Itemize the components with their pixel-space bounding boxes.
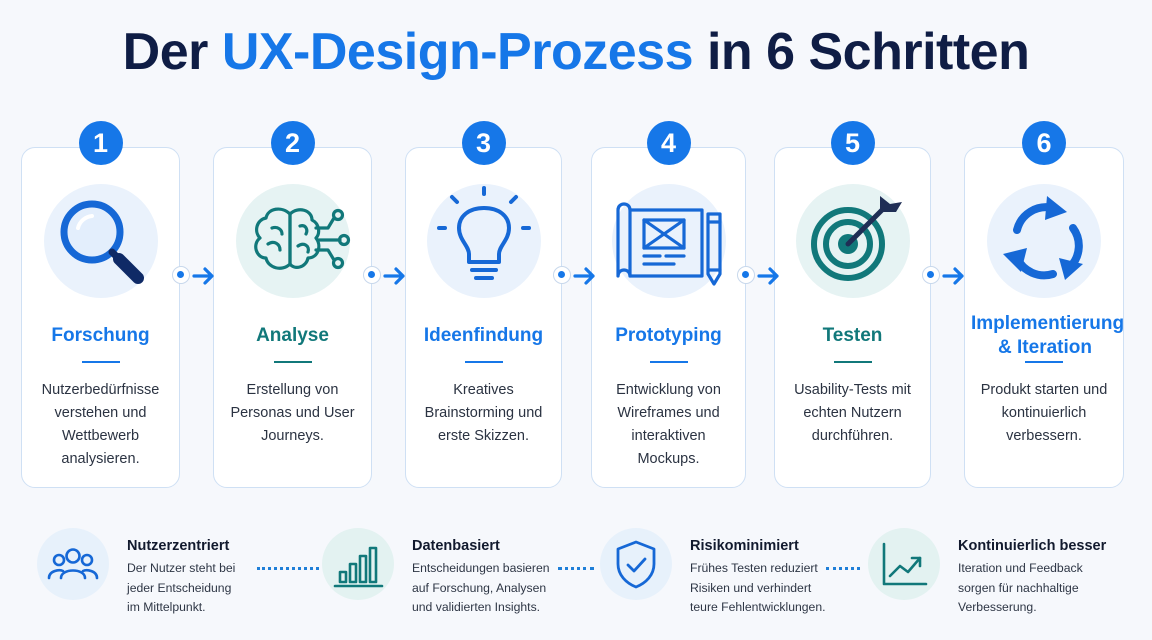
benefit-title: Kontinuierlich besser bbox=[958, 538, 1107, 554]
step-title: Ideenfindung bbox=[423, 325, 544, 346]
step-description: Erstellung von Personas und User Journey… bbox=[230, 382, 355, 444]
title-highlight: UX-Design-Prozess bbox=[221, 23, 694, 81]
benefit-continuous-improvement: Kontinuierlich besser Iteration und Feed… bbox=[868, 528, 1128, 618]
benefit-data-based: Datenbasiert Entscheidungen basieren auf… bbox=[322, 528, 572, 618]
benefit-title: Datenbasiert bbox=[412, 538, 500, 554]
step-description: Entwicklung von Wireframes und interakti… bbox=[616, 382, 721, 467]
step-card-prototyping: 4 Prototyping Entwicklung von Wireframes… bbox=[591, 121, 746, 488]
step-card-testing: 5 Testen Usability-Tests mit echten Nutz… bbox=[774, 121, 931, 488]
step-number-badge: 2 bbox=[270, 121, 315, 165]
benefit-dotted-separator bbox=[558, 567, 594, 573]
lightbulb-icon bbox=[426, 184, 541, 298]
brain-icon bbox=[235, 184, 350, 298]
step-description: Produkt starten und kontinuierlich verbe… bbox=[980, 382, 1108, 444]
step-number-badge: 6 bbox=[1022, 121, 1066, 165]
trend-up-icon bbox=[868, 528, 940, 600]
step-number-badge: 5 bbox=[830, 121, 875, 165]
step-number-badge: 4 bbox=[646, 121, 691, 165]
step-divider bbox=[464, 361, 503, 363]
step-divider bbox=[1025, 361, 1063, 363]
benefit-description: Der Nutzer steht bei jeder Entscheidung … bbox=[127, 561, 236, 614]
step-card-ideation: 3 Ideenfindung Kreatives Brainstorming u… bbox=[405, 121, 562, 488]
step-divider bbox=[649, 361, 688, 363]
magnifier-icon bbox=[43, 184, 158, 298]
bar-chart-icon bbox=[322, 528, 394, 600]
benefit-user-centered: Nutzerzentriert Der Nutzer steht bei jed… bbox=[37, 528, 257, 618]
benefit-title: Nutzerzentriert bbox=[127, 538, 230, 554]
step-title: Testen bbox=[822, 325, 883, 346]
benefit-description: Entscheidungen basieren auf Forschung, A… bbox=[412, 561, 550, 614]
step-card-research: 1 Forschung Nutzerbedürfnisse verstehen … bbox=[21, 121, 180, 488]
target-icon bbox=[795, 184, 910, 298]
step-title: Prototyping bbox=[615, 325, 722, 346]
step-description: Usability-Tests mit echten Nutzern durch… bbox=[794, 382, 911, 444]
blueprint-pencil-icon bbox=[611, 184, 726, 298]
benefit-title: Risikominimiert bbox=[690, 538, 799, 554]
step-divider bbox=[273, 361, 312, 363]
benefit-description: Iteration und Feedback sorgen für nachha… bbox=[958, 561, 1083, 614]
step-divider bbox=[833, 361, 872, 363]
users-icon bbox=[37, 528, 109, 600]
page-title: Der UX-Design-Prozess in 6 Schritten bbox=[122, 23, 1030, 81]
step-connector-arrow bbox=[553, 262, 597, 290]
step-title: Forschung bbox=[51, 325, 150, 346]
benefit-risk-minimized: Risikominimiert Frühes Testen reduziert … bbox=[600, 528, 860, 618]
cycle-arrows-icon bbox=[987, 184, 1101, 298]
benefit-dotted-separator bbox=[257, 567, 319, 573]
step-description: Kreatives Brainstorming und erste Skizze… bbox=[424, 382, 543, 444]
step-card-analysis: 2 Analyse Erstellung von Personas und Us… bbox=[213, 121, 372, 488]
benefit-dotted-separator bbox=[826, 567, 860, 573]
step-divider bbox=[81, 361, 120, 363]
step-connector-arrow bbox=[737, 262, 781, 290]
step-number-badge: 1 bbox=[78, 121, 123, 165]
step-connector-arrow bbox=[363, 262, 407, 290]
benefit-description: Frühes Testen reduziert Risiken und verh… bbox=[690, 561, 826, 614]
step-connector-arrow bbox=[922, 262, 966, 290]
step-title: Analyse bbox=[256, 325, 329, 346]
step-connector-arrow bbox=[172, 262, 216, 290]
step-number-badge: 3 bbox=[461, 121, 506, 165]
step-title: Implementierung & Iteration bbox=[971, 313, 1125, 358]
shield-check-icon bbox=[600, 528, 672, 600]
step-card-implementation: 6 Implementierung & Iteration Produkt st… bbox=[964, 121, 1125, 488]
step-description: Nutzerbedürfnisse verstehen und Wettbewe… bbox=[41, 382, 160, 467]
